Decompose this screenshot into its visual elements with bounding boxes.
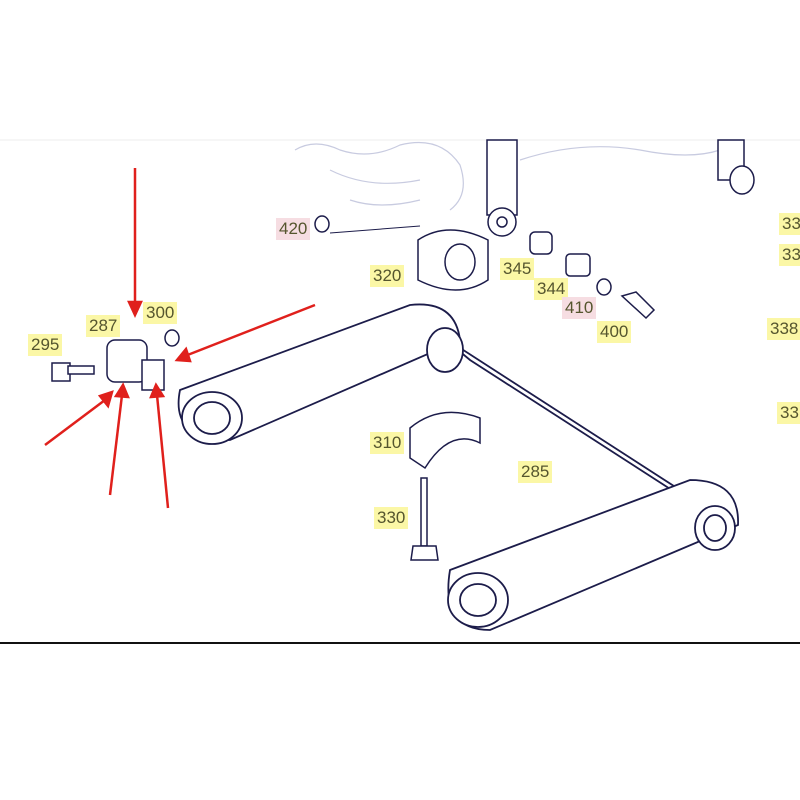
part-label-right-2: 33 — [779, 244, 800, 266]
parts — [51, 139, 755, 561]
part-label-400: 400 — [597, 321, 632, 343]
part-label-330: 330 — [374, 507, 409, 529]
part-label-344: 344 — [534, 278, 569, 300]
part-label-287: 287 — [86, 315, 121, 337]
part-label-310: 310 — [370, 432, 405, 454]
part-label-345: 345 — [500, 258, 535, 280]
part-label-300: 300 — [143, 302, 178, 324]
background-body-sketch — [294, 141, 721, 211]
part-label-right-3: 338 — [767, 318, 800, 340]
red-arrows — [44, 168, 316, 509]
bushing-287 — [106, 339, 148, 383]
shock-absorber-left — [486, 139, 518, 216]
part-label-right-4: 33 — [777, 402, 800, 424]
part-label-320: 320 — [370, 265, 405, 287]
clamp-310 — [409, 411, 481, 470]
part-label-right-1: 33 — [779, 213, 800, 235]
part-label-285: 285 — [518, 461, 553, 483]
part-label-410: 410 — [562, 297, 597, 319]
part-label-295: 295 — [28, 334, 63, 356]
part-label-420: 420 — [276, 218, 311, 240]
wishbone-arm — [177, 303, 739, 631]
